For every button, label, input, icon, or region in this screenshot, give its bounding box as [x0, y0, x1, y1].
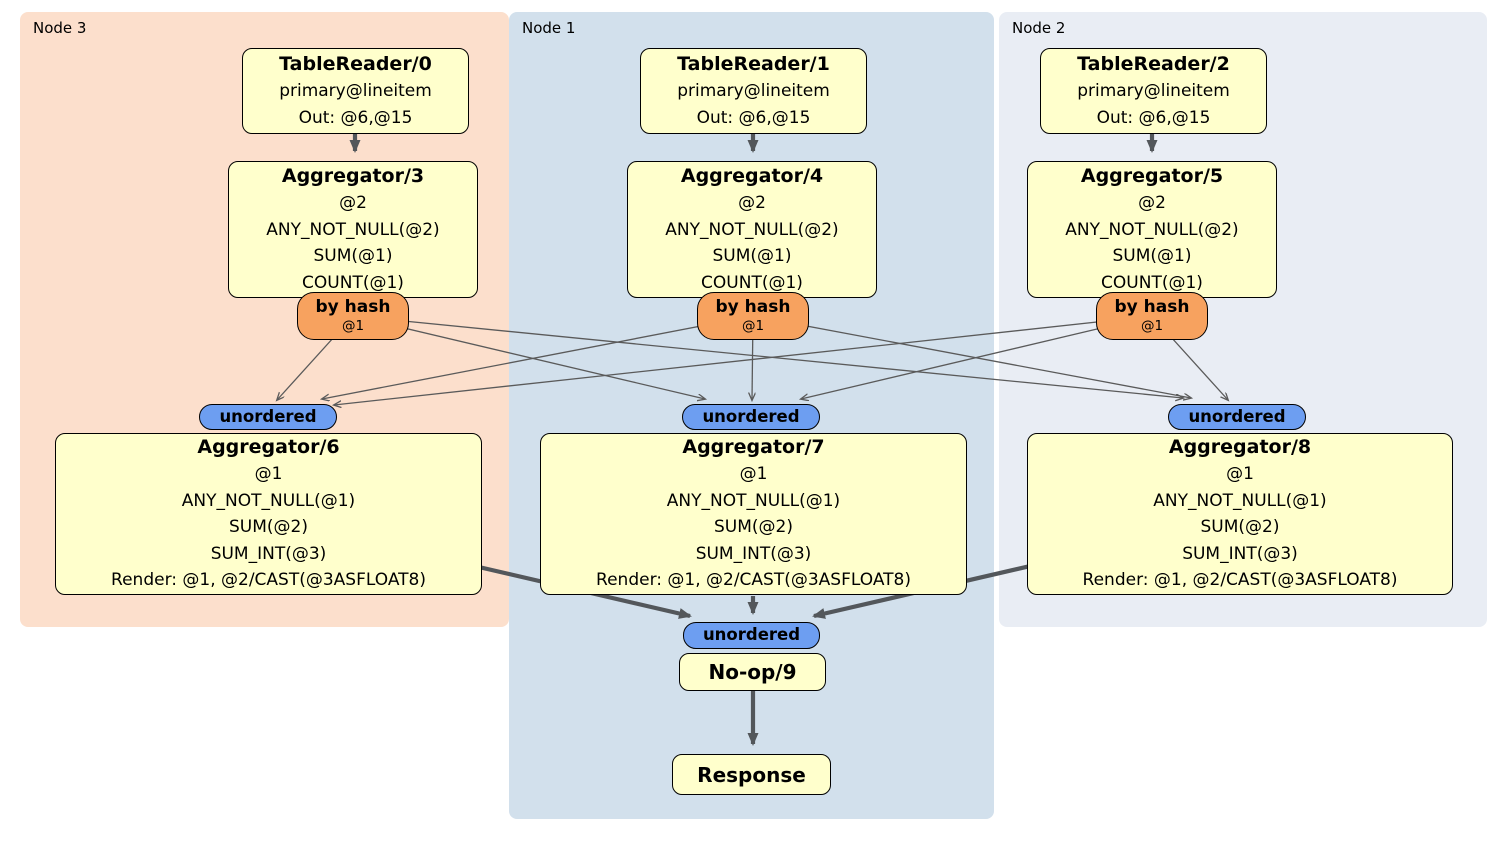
processor-detail: Render: @1, @2/CAST(@3ASFLOAT8) [596, 570, 911, 591]
processor-response: Response [672, 754, 831, 795]
processor-detail: SUM_INT(@3) [210, 543, 327, 564]
processor-title: No-op/9 [708, 660, 797, 684]
processor-title: TableReader/0 [279, 53, 432, 75]
node-region-2-label: Node 2 [1012, 19, 1066, 37]
processor-detail: SUM(@2) [229, 517, 308, 538]
processor-detail: COUNT(@1) [701, 272, 803, 293]
processor-title: Aggregator/8 [1168, 436, 1312, 459]
hash-router-edges [277, 315, 1228, 405]
router-by-hash-4: by hash @1 [697, 292, 809, 340]
processor-detail: SUM(@1) [712, 246, 792, 266]
processor-tablereader-1: TableReader/1 primary@lineitem Out: @6,@… [640, 48, 867, 134]
router-detail: @1 [741, 318, 765, 334]
processor-detail: SUM_INT(@3) [695, 543, 812, 564]
router-label: by hash [715, 297, 791, 317]
processor-detail: SUM(@1) [1112, 246, 1192, 266]
processor-detail: SUM(@2) [714, 517, 793, 538]
edge-byhash3-unordered7 [352, 315, 705, 399]
processor-aggregator-8: Aggregator/8 @1 ANY_NOT_NULL(@1) SUM(@2)… [1027, 433, 1453, 595]
processor-title: Aggregator/6 [197, 436, 340, 459]
processor-detail: primary@lineitem [677, 81, 830, 101]
processor-aggregator-3: Aggregator/3 @2 ANY_NOT_NULL(@2) SUM(@1)… [228, 161, 478, 298]
processor-title: Aggregator/4 [680, 165, 824, 187]
processor-detail: SUM_INT(@3) [1182, 543, 1298, 564]
router-label: by hash [1114, 297, 1190, 317]
processor-title: TableReader/2 [1077, 53, 1230, 75]
processor-aggregator-7: Aggregator/7 @1 ANY_NOT_NULL(@1) SUM(@2)… [540, 433, 967, 595]
router-by-hash-5: by hash @1 [1096, 292, 1208, 340]
processor-detail: @2 [738, 193, 766, 213]
processor-title: Aggregator/3 [281, 165, 425, 187]
edge-byhash4-unordered8 [752, 315, 1191, 398]
sync-unordered-9: unordered [683, 622, 820, 649]
processor-detail: COUNT(@1) [1101, 272, 1203, 293]
processor-detail: ANY_NOT_NULL(@2) [1065, 219, 1239, 240]
processor-detail: @2 [339, 193, 367, 213]
processor-tablereader-2: TableReader/2 primary@lineitem Out: @6,@… [1040, 48, 1267, 134]
processor-detail: ANY_NOT_NULL(@1) [1153, 490, 1327, 511]
processor-detail: @1 [739, 464, 768, 485]
node-region-3-label: Node 3 [33, 19, 87, 37]
processor-title: Aggregator/7 [682, 436, 825, 459]
sync-unordered-6: unordered [199, 404, 337, 430]
processor-tablereader-0: TableReader/0 primary@lineitem Out: @6,@… [242, 48, 469, 134]
sync-unordered-7: unordered [682, 404, 820, 430]
processor-aggregator-4: Aggregator/4 @2 ANY_NOT_NULL(@2) SUM(@1)… [627, 161, 877, 298]
processor-noop-9: No-op/9 [679, 653, 826, 691]
processor-detail: Out: @6,@15 [298, 107, 413, 128]
processor-aggregator-6: Aggregator/6 @1 ANY_NOT_NULL(@1) SUM(@2)… [55, 433, 482, 595]
processor-aggregator-5: Aggregator/5 @2 ANY_NOT_NULL(@2) SUM(@1)… [1027, 161, 1277, 298]
processor-detail: Out: @6,@15 [1096, 107, 1211, 128]
processor-title: Aggregator/5 [1080, 165, 1224, 187]
router-detail: @1 [341, 318, 365, 334]
processor-detail: @1 [254, 464, 283, 485]
processor-detail: ANY_NOT_NULL(@1) [181, 490, 356, 511]
processor-detail: ANY_NOT_NULL(@1) [666, 490, 841, 511]
edge-byhash4-unordered6 [322, 315, 754, 399]
processor-detail: Render: @1, @2/CAST(@3ASFLOAT8) [1082, 570, 1398, 591]
processor-detail: @1 [1226, 464, 1254, 485]
processor-detail: SUM(@1) [313, 246, 393, 266]
processor-detail: COUNT(@1) [302, 272, 404, 293]
sync-unordered-8: unordered [1168, 404, 1306, 430]
processor-title: TableReader/1 [677, 53, 830, 75]
processor-detail: ANY_NOT_NULL(@2) [665, 219, 839, 240]
processor-detail: primary@lineitem [279, 81, 432, 101]
processor-detail: Render: @1, @2/CAST(@3ASFLOAT8) [111, 570, 426, 591]
processor-detail: SUM(@2) [1200, 517, 1280, 538]
router-detail: @1 [1140, 318, 1164, 334]
router-by-hash-3: by hash @1 [297, 292, 409, 340]
processor-title: Response [697, 762, 806, 787]
router-label: by hash [315, 297, 391, 317]
processor-detail: @2 [1138, 193, 1166, 213]
processor-detail: primary@lineitem [1077, 81, 1230, 101]
processor-detail: ANY_NOT_NULL(@2) [266, 219, 440, 240]
edge-byhash5-unordered7 [801, 315, 1153, 399]
edge-byhash5-unordered6 [334, 315, 1153, 405]
processor-detail: Out: @6,@15 [696, 107, 811, 128]
edge-byhash3-unordered8 [352, 315, 1183, 398]
node-region-1-label: Node 1 [522, 19, 576, 37]
